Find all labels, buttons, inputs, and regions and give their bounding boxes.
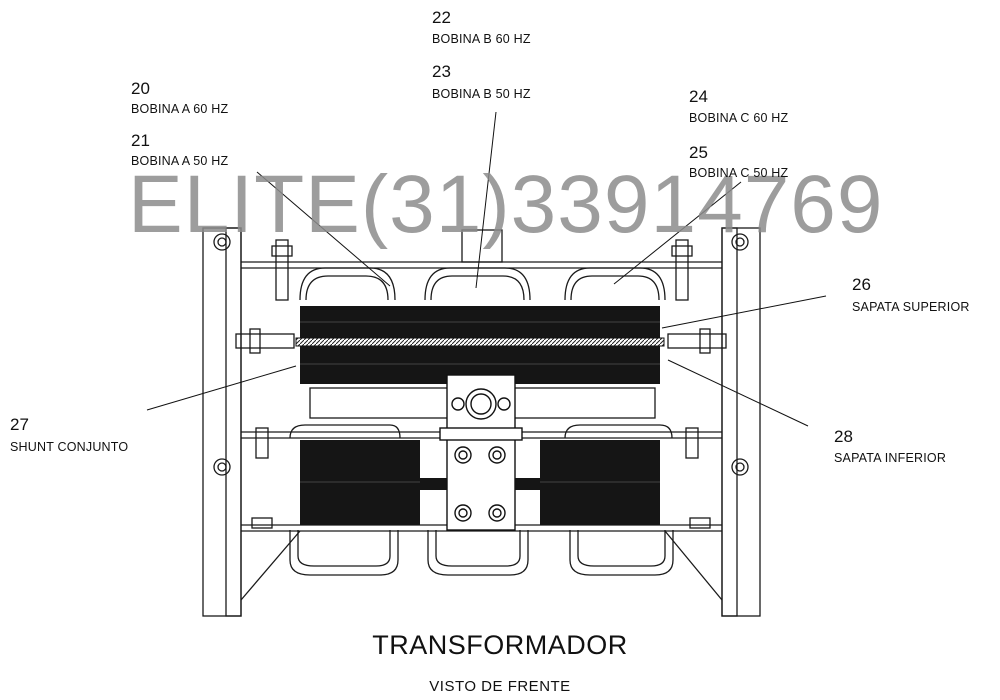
- drawing-subtitle: VISTO DE FRENTE: [429, 678, 571, 695]
- lower-coil-a: [300, 440, 420, 525]
- callout-28-label: SAPATA INFERIOR: [834, 451, 947, 465]
- callout-23-number: 23: [432, 62, 451, 81]
- frame-hole-mid-left: [213, 458, 231, 476]
- watermark-text: ELITE(31)33914769: [128, 159, 884, 250]
- coil-c-top: [564, 267, 666, 301]
- callout-27-label: SHUNT CONJUNTO: [10, 440, 129, 454]
- callout-20-label: BOBINA A 60 HZ: [131, 102, 229, 116]
- callout-23-label: BOBINA B 50 HZ: [432, 87, 531, 101]
- callout-26-number: 26: [852, 275, 871, 294]
- frame-hole-top-right: [731, 233, 749, 251]
- coil-a-bottom: [289, 530, 399, 576]
- callout-24-label: BOBINA C 60 HZ: [689, 111, 789, 125]
- coil-c-bottom: [569, 530, 674, 576]
- callout-25-label: BOBINA C 50 HZ: [689, 166, 789, 180]
- coil-b-bottom: [427, 530, 529, 576]
- left-frame-upright: [202, 227, 242, 617]
- callout-28-number: 28: [834, 427, 853, 446]
- callout-26-label: SAPATA SUPERIOR: [852, 300, 970, 314]
- right-frame-upright: [721, 227, 761, 617]
- leader-27: [146, 365, 297, 411]
- leader-23: [475, 111, 497, 289]
- callout-22-label: BOBINA B 60 HZ: [432, 32, 531, 46]
- callout-20-number: 20: [131, 79, 150, 98]
- callout-27-number: 27: [10, 415, 29, 434]
- callout-25-number: 25: [689, 143, 708, 162]
- coil-b-top: [424, 267, 531, 301]
- leader-28: [667, 359, 809, 427]
- callout-21-label: BOBINA A 50 HZ: [131, 154, 229, 168]
- coil-a-top: [299, 267, 396, 301]
- frame-hole-top-left: [213, 233, 231, 251]
- leader-21: [256, 171, 391, 287]
- shunt-bar: [295, 337, 665, 347]
- leader-25: [613, 181, 742, 285]
- callout-21-number: 21: [131, 131, 150, 150]
- drawing-title: TRANSFORMADOR: [372, 630, 628, 660]
- leader-26: [661, 295, 827, 329]
- callout-22-number: 22: [432, 8, 451, 27]
- frame-hole-mid-right: [731, 458, 749, 476]
- callout-24-number: 24: [689, 87, 708, 106]
- lower-coil-c: [540, 440, 660, 525]
